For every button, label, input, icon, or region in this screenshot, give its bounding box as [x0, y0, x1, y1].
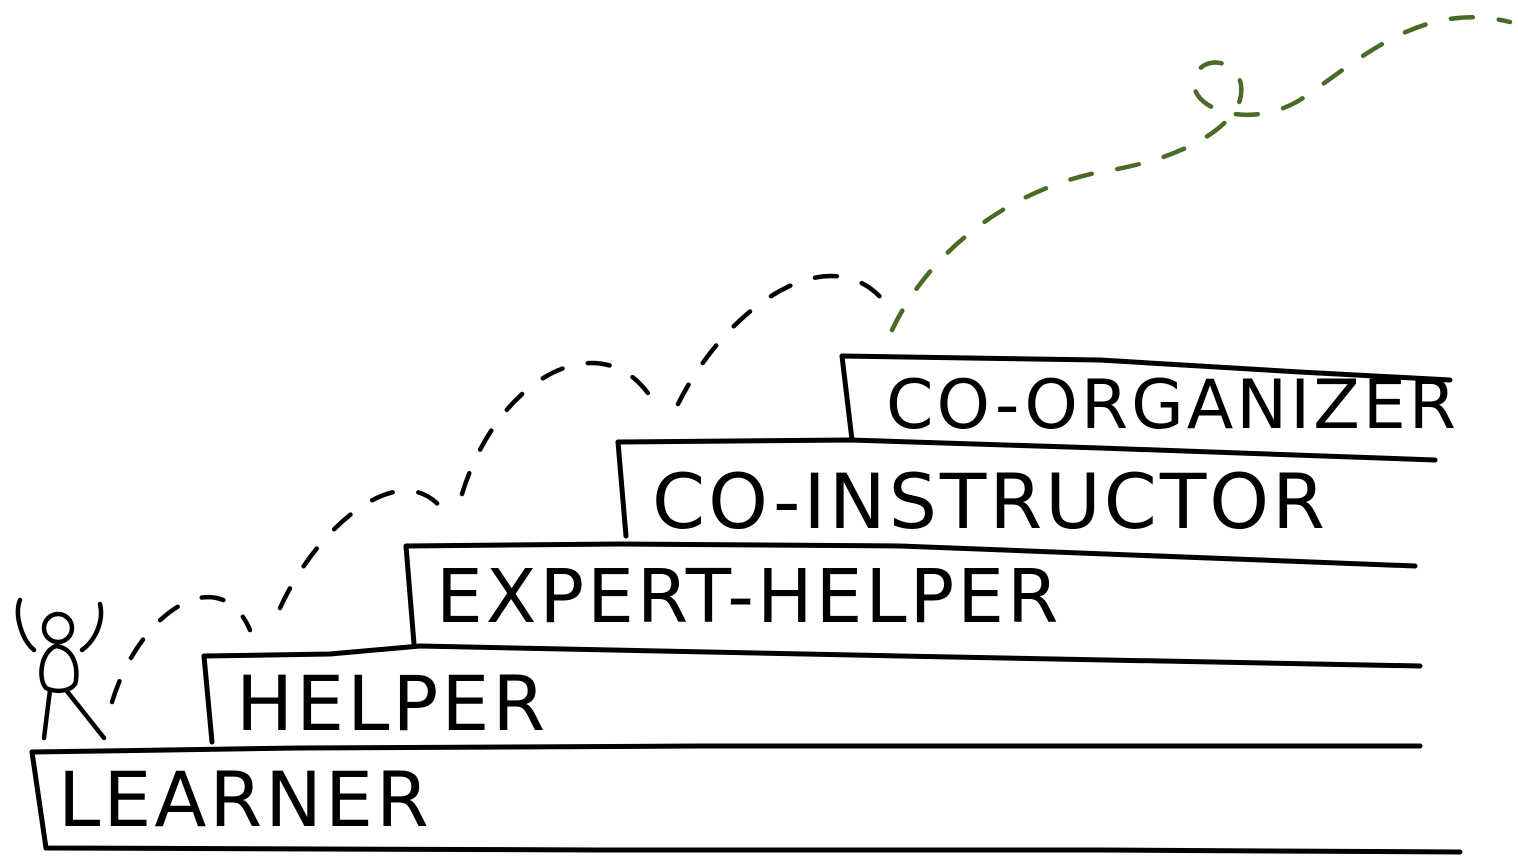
- step-learner-label: LEARNER: [58, 755, 432, 844]
- step-co-instructor-label: CO-INSTRUCTOR: [652, 457, 1328, 546]
- step-expert-helper: EXPERT-HELPER: [406, 544, 1415, 644]
- step-helper: HELPER: [204, 646, 1420, 748]
- step-helper-label: HELPER: [236, 659, 548, 748]
- step-learner: LEARNER: [32, 746, 1460, 852]
- step-co-organizer: CO-ORGANIZER: [842, 356, 1459, 445]
- step-expert-helper-label: EXPERT-HELPER: [436, 554, 1061, 640]
- jump-path-learner-to-helper: [112, 597, 250, 702]
- stick-figure-cheering-icon: [18, 600, 104, 738]
- jump-path-helper-to-expert-helper: [280, 491, 448, 608]
- future-path: [892, 17, 1510, 330]
- step-co-organizer-label: CO-ORGANIZER: [886, 366, 1459, 445]
- future-path-group: [892, 17, 1510, 330]
- jump-path-co-instructor-to-co-organizer: [678, 276, 892, 404]
- jump-path-expert-helper-to-co-instructor: [462, 363, 656, 494]
- step-co-instructor: CO-INSTRUCTOR: [618, 440, 1435, 546]
